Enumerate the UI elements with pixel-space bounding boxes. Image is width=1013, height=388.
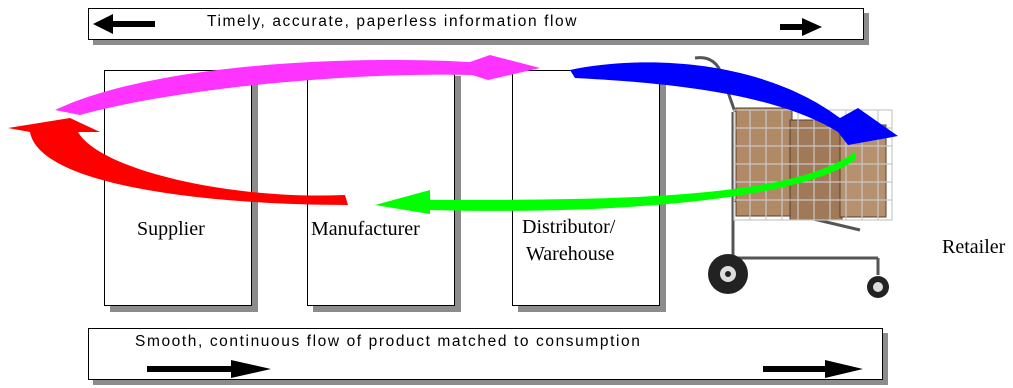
distributor-label-line2: Warehouse bbox=[526, 243, 615, 265]
right-arrow-icon bbox=[763, 360, 863, 378]
green-flow-arrow bbox=[375, 152, 855, 214]
right-arrow-icon bbox=[147, 360, 271, 378]
supplier-label: Supplier bbox=[137, 218, 205, 240]
retailer-label: Retailer bbox=[942, 236, 1006, 258]
manufacturer-box bbox=[307, 70, 455, 306]
product-flow-banner: Smooth, continuous flow of product match… bbox=[88, 328, 883, 380]
distributor-box bbox=[512, 70, 660, 306]
product-flow-label: Smooth, continuous flow of product match… bbox=[135, 333, 642, 350]
information-flow-label: Timely, accurate, paperless information … bbox=[207, 13, 579, 30]
left-arrow-icon bbox=[93, 14, 155, 34]
information-flow-banner: Timely, accurate, paperless information … bbox=[88, 8, 864, 40]
blue-flow-arrow bbox=[570, 62, 898, 145]
right-arrow-icon bbox=[780, 18, 822, 36]
red-flow-arrow bbox=[8, 118, 348, 205]
distributor-label-line1: Distributor/ bbox=[522, 216, 616, 238]
manufacturer-label: Manufacturer bbox=[311, 218, 420, 240]
magenta-flow-arrow bbox=[55, 55, 540, 115]
